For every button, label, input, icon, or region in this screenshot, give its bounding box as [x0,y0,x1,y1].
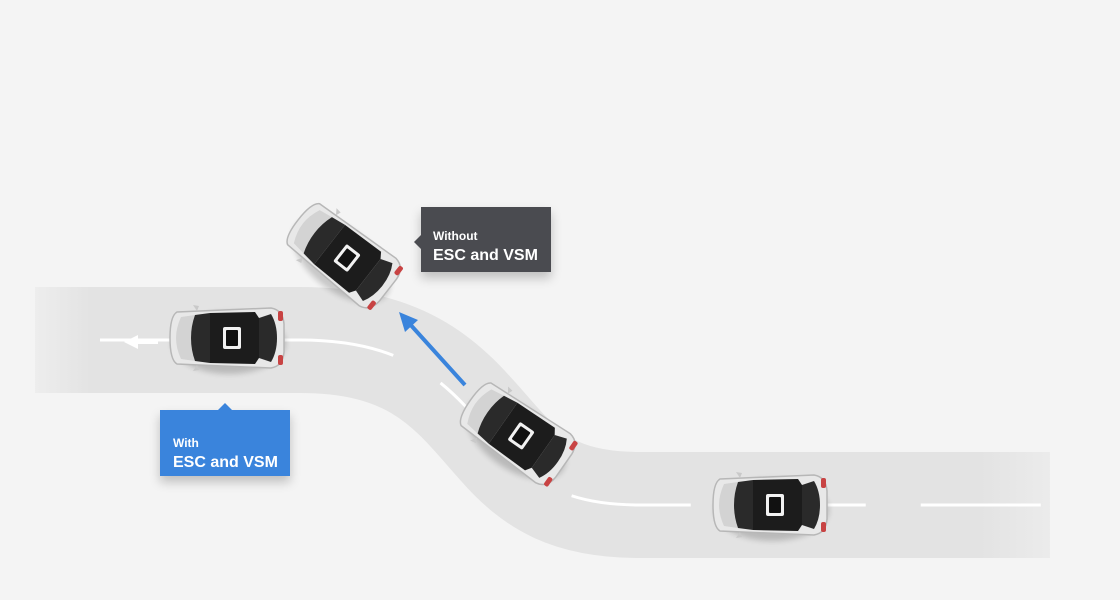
callout-without-line1: Without [433,229,478,243]
arrow-up-left-icon [399,312,467,387]
callout-with-line2: ESC and VSM [173,454,278,471]
car-top-view-icon [170,305,286,374]
road-fade-left [0,280,90,400]
callout-without-line2: ESC and VSM [433,247,538,264]
callout-without-esc-vsm: Without ESC and VSM [414,207,551,272]
callout-with-line1: With [173,436,199,450]
arrow-left-icon [124,335,158,349]
callout-with-esc-vsm: With ESC and VSM [160,403,290,476]
car-top-view-icon [713,472,829,541]
